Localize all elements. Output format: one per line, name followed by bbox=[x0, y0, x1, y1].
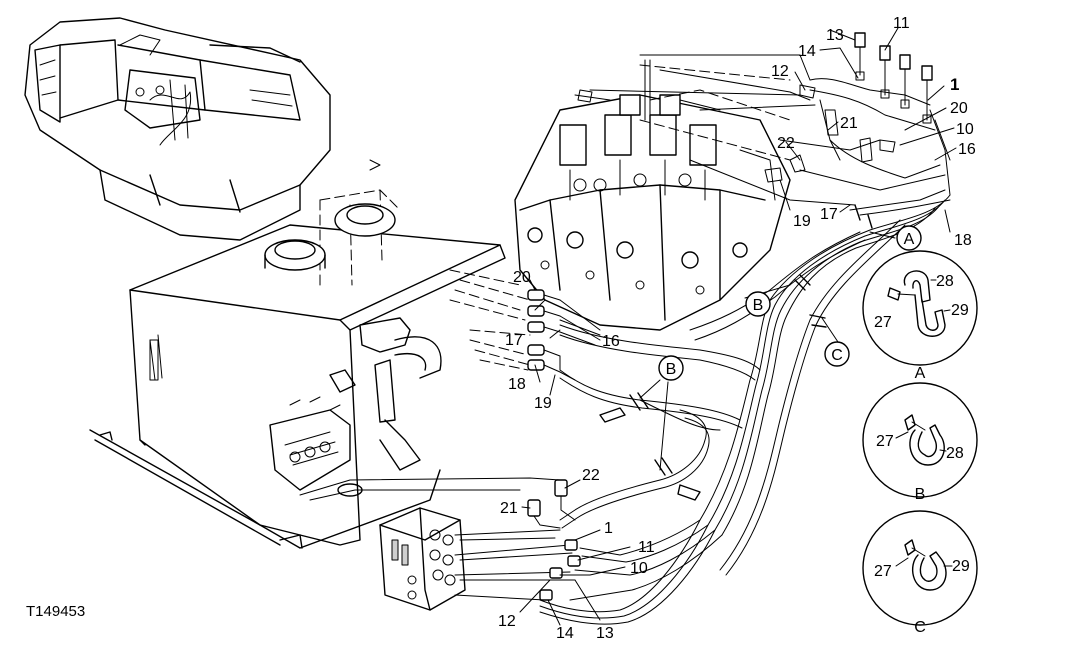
callout-14-bot: 14 bbox=[556, 625, 574, 642]
callout-14-top: 14 bbox=[798, 43, 816, 60]
marker-a-circle bbox=[896, 225, 922, 251]
callout-17-mid: 17 bbox=[505, 332, 523, 349]
callout-12-top: 12 bbox=[771, 63, 789, 80]
pilot-lines-top bbox=[577, 32, 951, 216]
callout-18-top: 18 bbox=[954, 232, 972, 249]
callout-labels: 13 11 14 12 1 20 21 10 22 16 17 19 18 20… bbox=[498, 15, 976, 642]
marker-b-lower-circle bbox=[658, 355, 684, 381]
callout-11-bot: 11 bbox=[638, 539, 655, 556]
detail-view-c: 27 29 C bbox=[862, 510, 978, 636]
detail-a-label-27: 27 bbox=[874, 314, 892, 331]
detail-b-caption: B bbox=[915, 486, 926, 503]
detail-a-caption: A bbox=[915, 365, 926, 382]
pilot-control-valve bbox=[299, 477, 581, 611]
detail-c-caption: C bbox=[914, 619, 926, 636]
hydraulic-tank-frame bbox=[89, 159, 506, 549]
marker-b-upper-label: B bbox=[753, 297, 764, 314]
figure-code: T149453 bbox=[26, 603, 85, 620]
callout-18-mid: 18 bbox=[508, 376, 526, 393]
detail-b-label-28: 28 bbox=[946, 445, 964, 462]
callout-20-top: 20 bbox=[950, 100, 968, 117]
callout-17-top: 17 bbox=[820, 206, 838, 223]
callout-16-top: 16 bbox=[958, 141, 976, 158]
callout-13-bot: 13 bbox=[596, 625, 614, 642]
detail-a-label-29: 29 bbox=[951, 302, 969, 319]
callout-10-bot: 10 bbox=[630, 560, 648, 577]
callout-12-bot: 12 bbox=[498, 613, 516, 630]
callout-22-top: 22 bbox=[777, 135, 795, 152]
callout-13-top: 13 bbox=[826, 27, 844, 44]
callout-1-bot: 1 bbox=[604, 520, 613, 537]
callout-16-mid: 16 bbox=[602, 333, 620, 350]
callout-22-bot: 22 bbox=[582, 467, 600, 484]
detail-view-b: 27 28 B bbox=[862, 382, 978, 503]
detail-view-a: 28 27 29 A bbox=[862, 250, 978, 382]
left-fittings-group bbox=[449, 269, 601, 381]
callout-19-mid: 19 bbox=[534, 395, 552, 412]
leader-lines bbox=[519, 27, 957, 626]
callout-10-top: 10 bbox=[956, 121, 974, 138]
marker-b-lower-label: B bbox=[666, 361, 677, 378]
marker-a-label: A bbox=[904, 231, 915, 248]
marker-b-upper-circle bbox=[745, 291, 771, 317]
control-valve-assembly bbox=[514, 94, 791, 331]
circle-markers: A B C B bbox=[658, 225, 922, 381]
marker-c-circle bbox=[824, 341, 850, 367]
detail-a-label-28: 28 bbox=[936, 273, 954, 290]
callout-21-bot: 21 bbox=[500, 500, 518, 517]
callout-19-top: 19 bbox=[793, 213, 811, 230]
callout-1-top: 1 bbox=[950, 75, 959, 94]
callout-20-mid: 20 bbox=[513, 269, 531, 286]
hose-bundle bbox=[539, 194, 951, 625]
callout-11-top: 11 bbox=[893, 15, 910, 32]
detail-c-label-27: 27 bbox=[874, 563, 892, 580]
detail-b-label-27: 27 bbox=[876, 433, 894, 450]
marker-c-label: C bbox=[831, 347, 843, 364]
excavator-upperstructure bbox=[24, 17, 331, 241]
detail-c-label-29: 29 bbox=[952, 558, 970, 575]
callout-21-top: 21 bbox=[840, 115, 858, 132]
